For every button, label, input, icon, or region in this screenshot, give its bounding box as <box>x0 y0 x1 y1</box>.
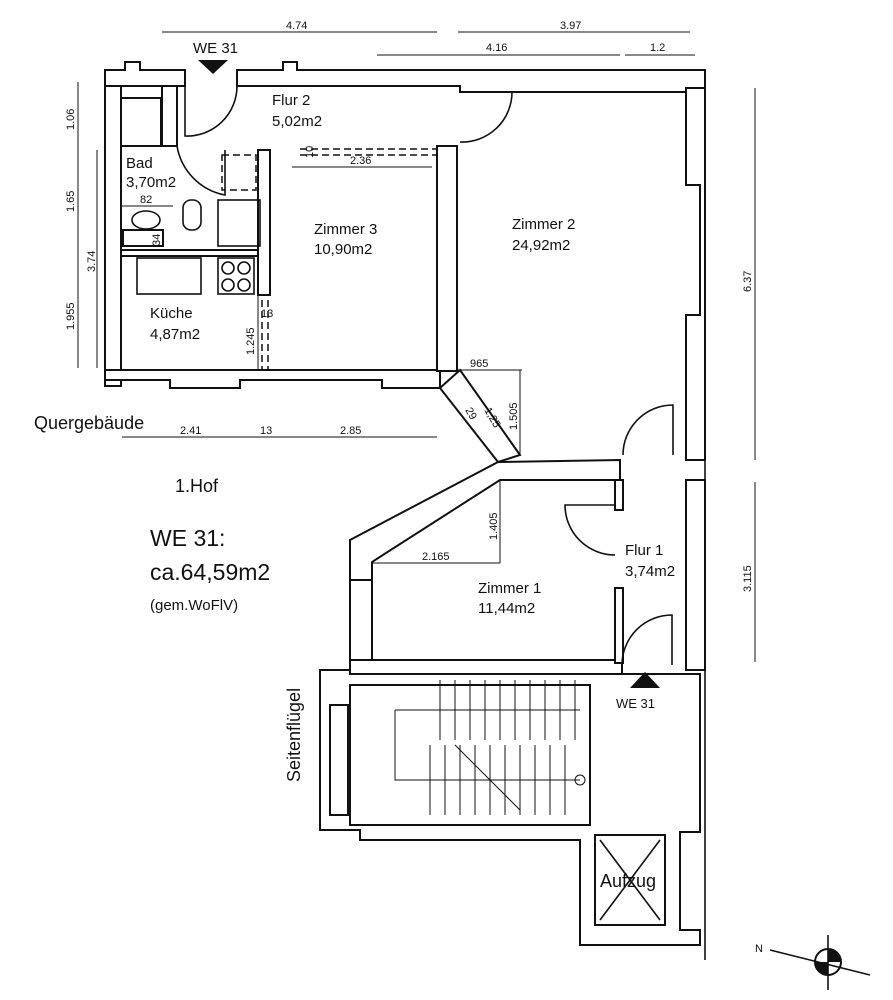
room-bad-area: 3,70m2 <box>126 174 176 191</box>
dim-top-416: 4.16 <box>486 42 507 54</box>
walls <box>104 61 706 960</box>
room-labels: Flur 2 5,02m2 Bad 3,70m2 Küche 4,87m2 Zi… <box>126 92 675 891</box>
dim-k-13: 13 <box>261 308 273 320</box>
dim-0965: 965 <box>470 358 488 370</box>
seitenfluegel-label: Seitenflügel <box>284 688 304 782</box>
dim-z3-236: 2.36 <box>350 155 371 167</box>
dim-1505: 1.505 <box>508 402 520 430</box>
room-zimmer1-area: 11,44m2 <box>478 600 535 617</box>
room-aufzug: Aufzug <box>600 871 656 891</box>
dim-029: 29 <box>462 406 479 423</box>
room-flur1-area: 3,74m2 <box>625 563 675 580</box>
dim-bad-82: 82 <box>140 194 152 206</box>
stairs <box>394 680 586 815</box>
dim-left-1955: 1.955 <box>65 302 77 330</box>
room-kueche-name: Küche <box>150 305 193 322</box>
room-zimmer3-name: Zimmer 3 <box>314 221 377 238</box>
north-label: N <box>755 943 763 955</box>
dim-r-637: 6.37 <box>742 271 754 292</box>
area-note: (gem.WoFlV) <box>150 597 238 614</box>
room-flur2-name: Flur 2 <box>272 92 310 109</box>
entrance-label-top: WE 31 <box>193 40 238 57</box>
quergebaeude-label: Quergebäude <box>34 413 144 433</box>
room-flur2-area: 5,02m2 <box>272 113 322 130</box>
unit-label: WE 31: <box>150 525 225 551</box>
entrance-arrow-top <box>198 60 228 74</box>
dim-top-397: 3.97 <box>560 20 581 32</box>
dim-b-241: 2.41 <box>180 425 201 437</box>
room-flur1-name: Flur 1 <box>625 542 663 559</box>
dim-k-1245: 1.245 <box>245 327 257 355</box>
entrance-arrow-bottom <box>630 672 660 688</box>
dim-z3-10: 10 <box>304 146 316 158</box>
dim-left-374: 3.74 <box>86 251 98 272</box>
total-area: ca.64,59m2 <box>150 559 270 585</box>
general-labels: WE 31 WE 31 Quergebäude 1.Hof WE 31: ca.… <box>34 40 655 782</box>
dim-r-3115: 3.115 <box>742 565 754 592</box>
entrance-label-bottom: WE 31 <box>616 696 655 711</box>
doors-fixtures <box>131 60 674 921</box>
dim-left-165: 1.65 <box>65 191 77 212</box>
dim-bad-34: 34 <box>151 234 163 246</box>
north-compass-icon: N <box>755 935 871 990</box>
dim-b-13: 13 <box>260 425 272 437</box>
dim-left-106: 1.06 <box>65 109 77 130</box>
room-zimmer1-name: Zimmer 1 <box>478 580 541 597</box>
room-zimmer3-area: 10,90m2 <box>314 241 372 258</box>
hof-label: 1.Hof <box>175 476 219 496</box>
dimension-labels: 4.74 3.97 4.16 1.2 1.06 1.65 3.74 1.955 … <box>65 20 754 592</box>
room-kueche-area: 4,87m2 <box>150 326 200 343</box>
dim-top-474: 4.74 <box>286 20 307 32</box>
room-bad-name: Bad <box>126 155 153 172</box>
dim-z1-1405: 1.405 <box>488 512 500 540</box>
dim-z1-2165: 2.165 <box>422 551 450 563</box>
dimension-lines <box>77 31 756 662</box>
room-zimmer2-name: Zimmer 2 <box>512 216 575 233</box>
dim-top-12: 1.2 <box>650 42 665 54</box>
elevator-cross <box>599 839 661 921</box>
room-zimmer2-area: 24,92m2 <box>512 237 570 254</box>
dim-b-285: 2.85 <box>340 425 361 437</box>
